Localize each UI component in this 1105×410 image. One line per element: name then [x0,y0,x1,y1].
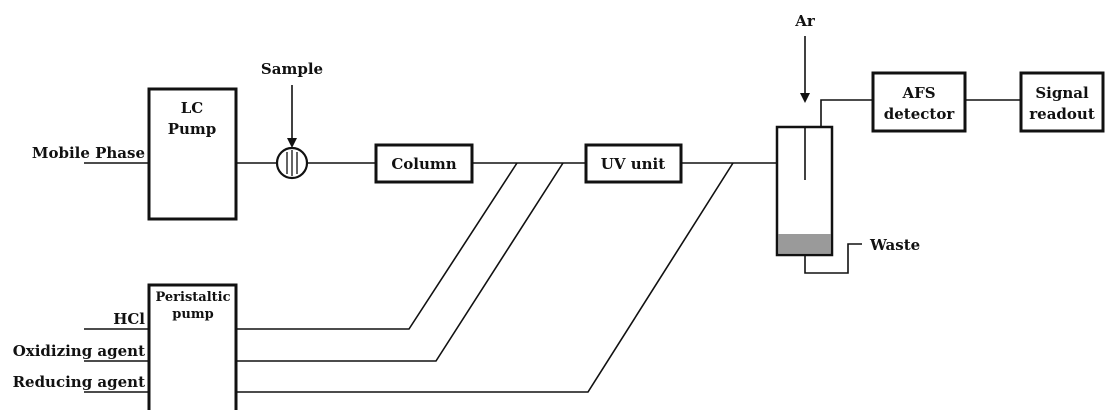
oxidizing-agent-label: Oxidizing agent [13,342,145,360]
hcl-line [236,162,518,330]
lc-pump-label-line1: LC [181,99,204,117]
afs-detector-label-line1: AFS [901,84,935,102]
waste-line [804,243,862,274]
afs-detector-label-line2: detector [884,105,956,123]
waste-label: Waste [869,236,920,254]
sample-injector-valve [275,146,309,180]
mobile-phase-label: Mobile Phase [32,144,145,162]
reducing-agent-label: Reducing agent [13,373,146,391]
sample-arrow-head [287,138,297,148]
column-box [374,143,474,184]
hcl-label: HCl [113,310,145,328]
ar-arrow-head [800,93,810,103]
afs-detector-box [871,71,967,133]
column-label: Column [391,155,456,173]
peristaltic-pump-box [147,283,238,410]
signal-readout-label-line2: readout [1029,105,1095,123]
separator-to-afs-line [820,99,873,127]
signal-readout-label-line1: Signal [1035,84,1089,102]
reducing-agent-line [236,162,734,393]
peristaltic-pump-label-line1: Peristaltic [155,290,230,305]
uv-unit-label: UV unit [601,155,665,173]
sample-label: Sample [261,60,323,78]
separator-liquid [778,234,831,254]
oxidizing-agent-line [236,162,564,362]
peristaltic-pump-label-line2: pump [172,307,213,322]
ar-label: Ar [794,12,816,30]
signal-readout-box [1019,71,1105,133]
lc-pump-box [147,87,238,221]
lc-pump-label-line2: Pump [168,120,217,138]
